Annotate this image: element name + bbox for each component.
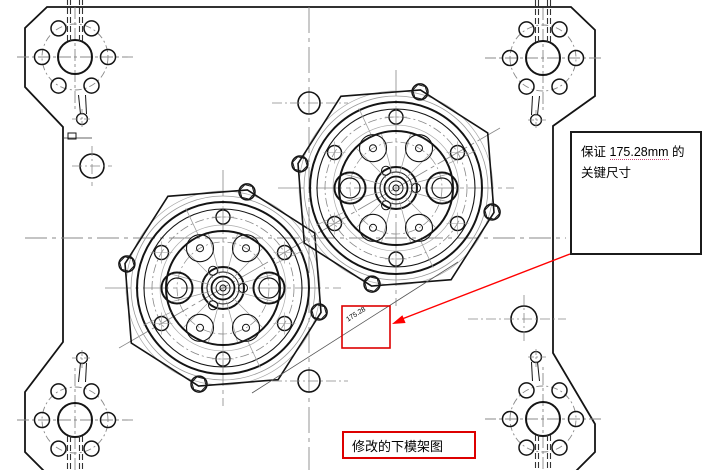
label-text: 修改的下模架图 (352, 438, 444, 454)
left-edge-mark (63, 132, 92, 140)
callout-dimension: 175.28mm (609, 145, 669, 160)
mid-edge-holes (72, 91, 566, 393)
center-distance-dimension-line (251, 261, 459, 394)
callout-box: 保证 175.28mm 的 关键尺寸 (570, 131, 702, 255)
callout-text-line1: 保证 175.28mm 的 (581, 142, 694, 163)
center-to-center-line (118, 127, 501, 349)
callout-suffix: 的 (672, 145, 685, 159)
label-box: 修改的下模架图 (342, 431, 476, 459)
highlight-rect (341, 305, 391, 349)
mold-plate-outline (24, 6, 596, 470)
leader-arrow (392, 253, 571, 324)
arrowhead (392, 315, 406, 324)
callout-text-line2: 关键尺寸 (581, 165, 632, 180)
callout-prefix: 保证 (581, 145, 607, 159)
